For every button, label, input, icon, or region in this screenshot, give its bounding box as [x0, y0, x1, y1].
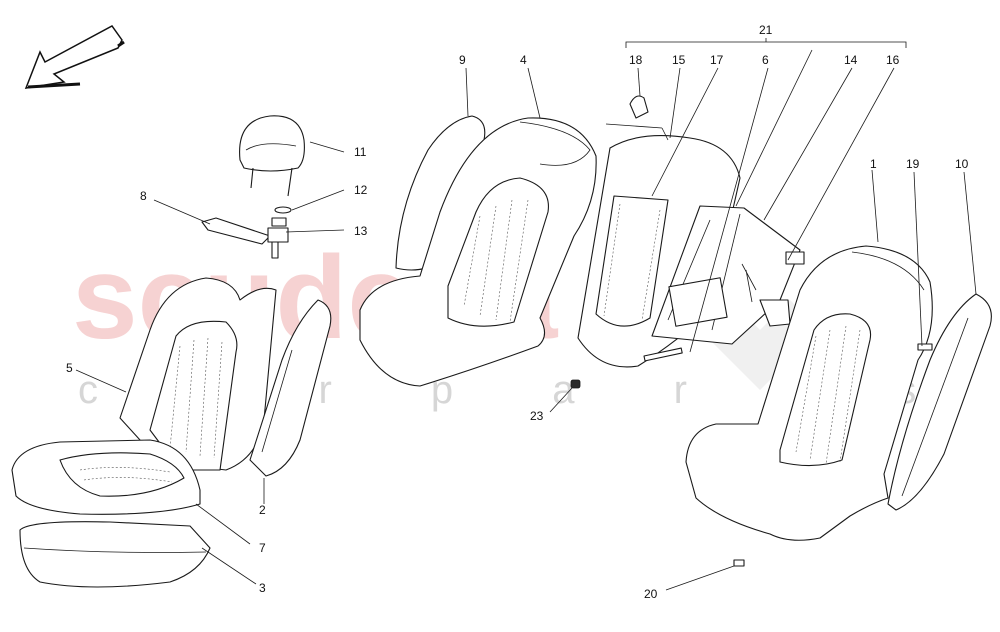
side-bolster-10	[887, 293, 992, 511]
mounting-plate	[201, 217, 271, 245]
callout-14: 14	[844, 53, 858, 67]
side-bolster-2	[249, 299, 332, 477]
middle-seat	[359, 117, 597, 387]
headrest	[239, 115, 305, 197]
callout-6: 6	[762, 53, 769, 67]
right-seat	[685, 245, 933, 541]
latch-clip	[629, 95, 649, 119]
callout-13: 13	[354, 224, 368, 238]
callout-2: 2	[259, 503, 266, 517]
callout-labels: 1 2 3 4 5 6 7 8 9 10 11 12 13 14 15 16 1…	[66, 23, 969, 601]
callout-9: 9	[459, 53, 466, 67]
armrest-mechanism	[651, 205, 805, 345]
leader-lines	[75, 38, 977, 591]
headrest-guide	[267, 217, 289, 259]
callout-1: 1	[870, 157, 877, 171]
callout-18: 18	[629, 53, 643, 67]
callout-5: 5	[66, 361, 73, 375]
callout-10: 10	[955, 157, 969, 171]
callout-7: 7	[259, 541, 266, 555]
left-seat-base	[19, 521, 211, 588]
callout-20: 20	[644, 587, 658, 601]
callout-3: 3	[259, 581, 266, 595]
guide-ring	[274, 206, 292, 214]
callout-4: 4	[520, 53, 527, 67]
callout-19: 19	[906, 157, 920, 171]
callout-16: 16	[886, 53, 900, 67]
callout-21: 21	[759, 23, 773, 37]
callout-15: 15	[672, 53, 686, 67]
callout-8: 8	[140, 189, 147, 203]
callout-12: 12	[354, 183, 368, 197]
callout-11: 11	[354, 145, 367, 159]
callout-17: 17	[710, 53, 724, 67]
bolt-6	[643, 347, 683, 362]
screw-19	[917, 343, 933, 351]
screw-20	[733, 559, 745, 567]
nut-23	[570, 379, 581, 389]
front-direction-arrow-icon	[24, 25, 125, 89]
callout-23: 23	[530, 409, 544, 423]
left-seat-cushion	[11, 439, 201, 515]
